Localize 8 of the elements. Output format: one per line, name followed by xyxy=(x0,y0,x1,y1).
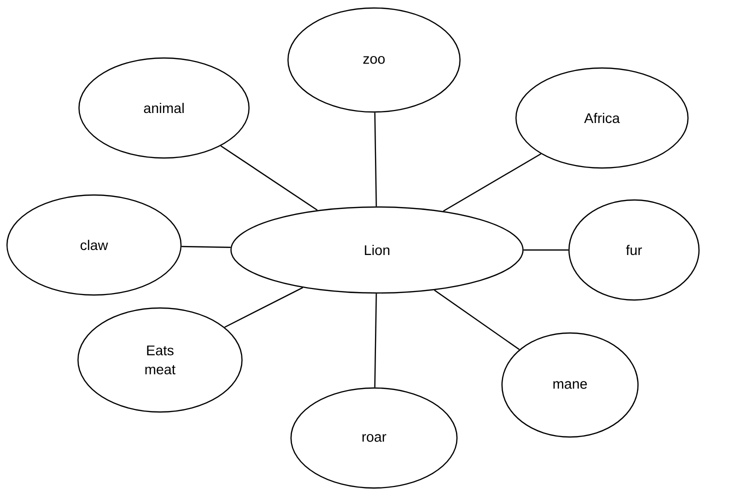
connector-line xyxy=(224,287,304,328)
connector-line xyxy=(374,112,377,206)
connector-line xyxy=(220,145,318,211)
connector-line xyxy=(374,294,377,388)
connector-line xyxy=(434,290,520,350)
connector-line xyxy=(524,249,568,251)
connector-line xyxy=(182,246,231,248)
connector-line xyxy=(443,153,542,212)
